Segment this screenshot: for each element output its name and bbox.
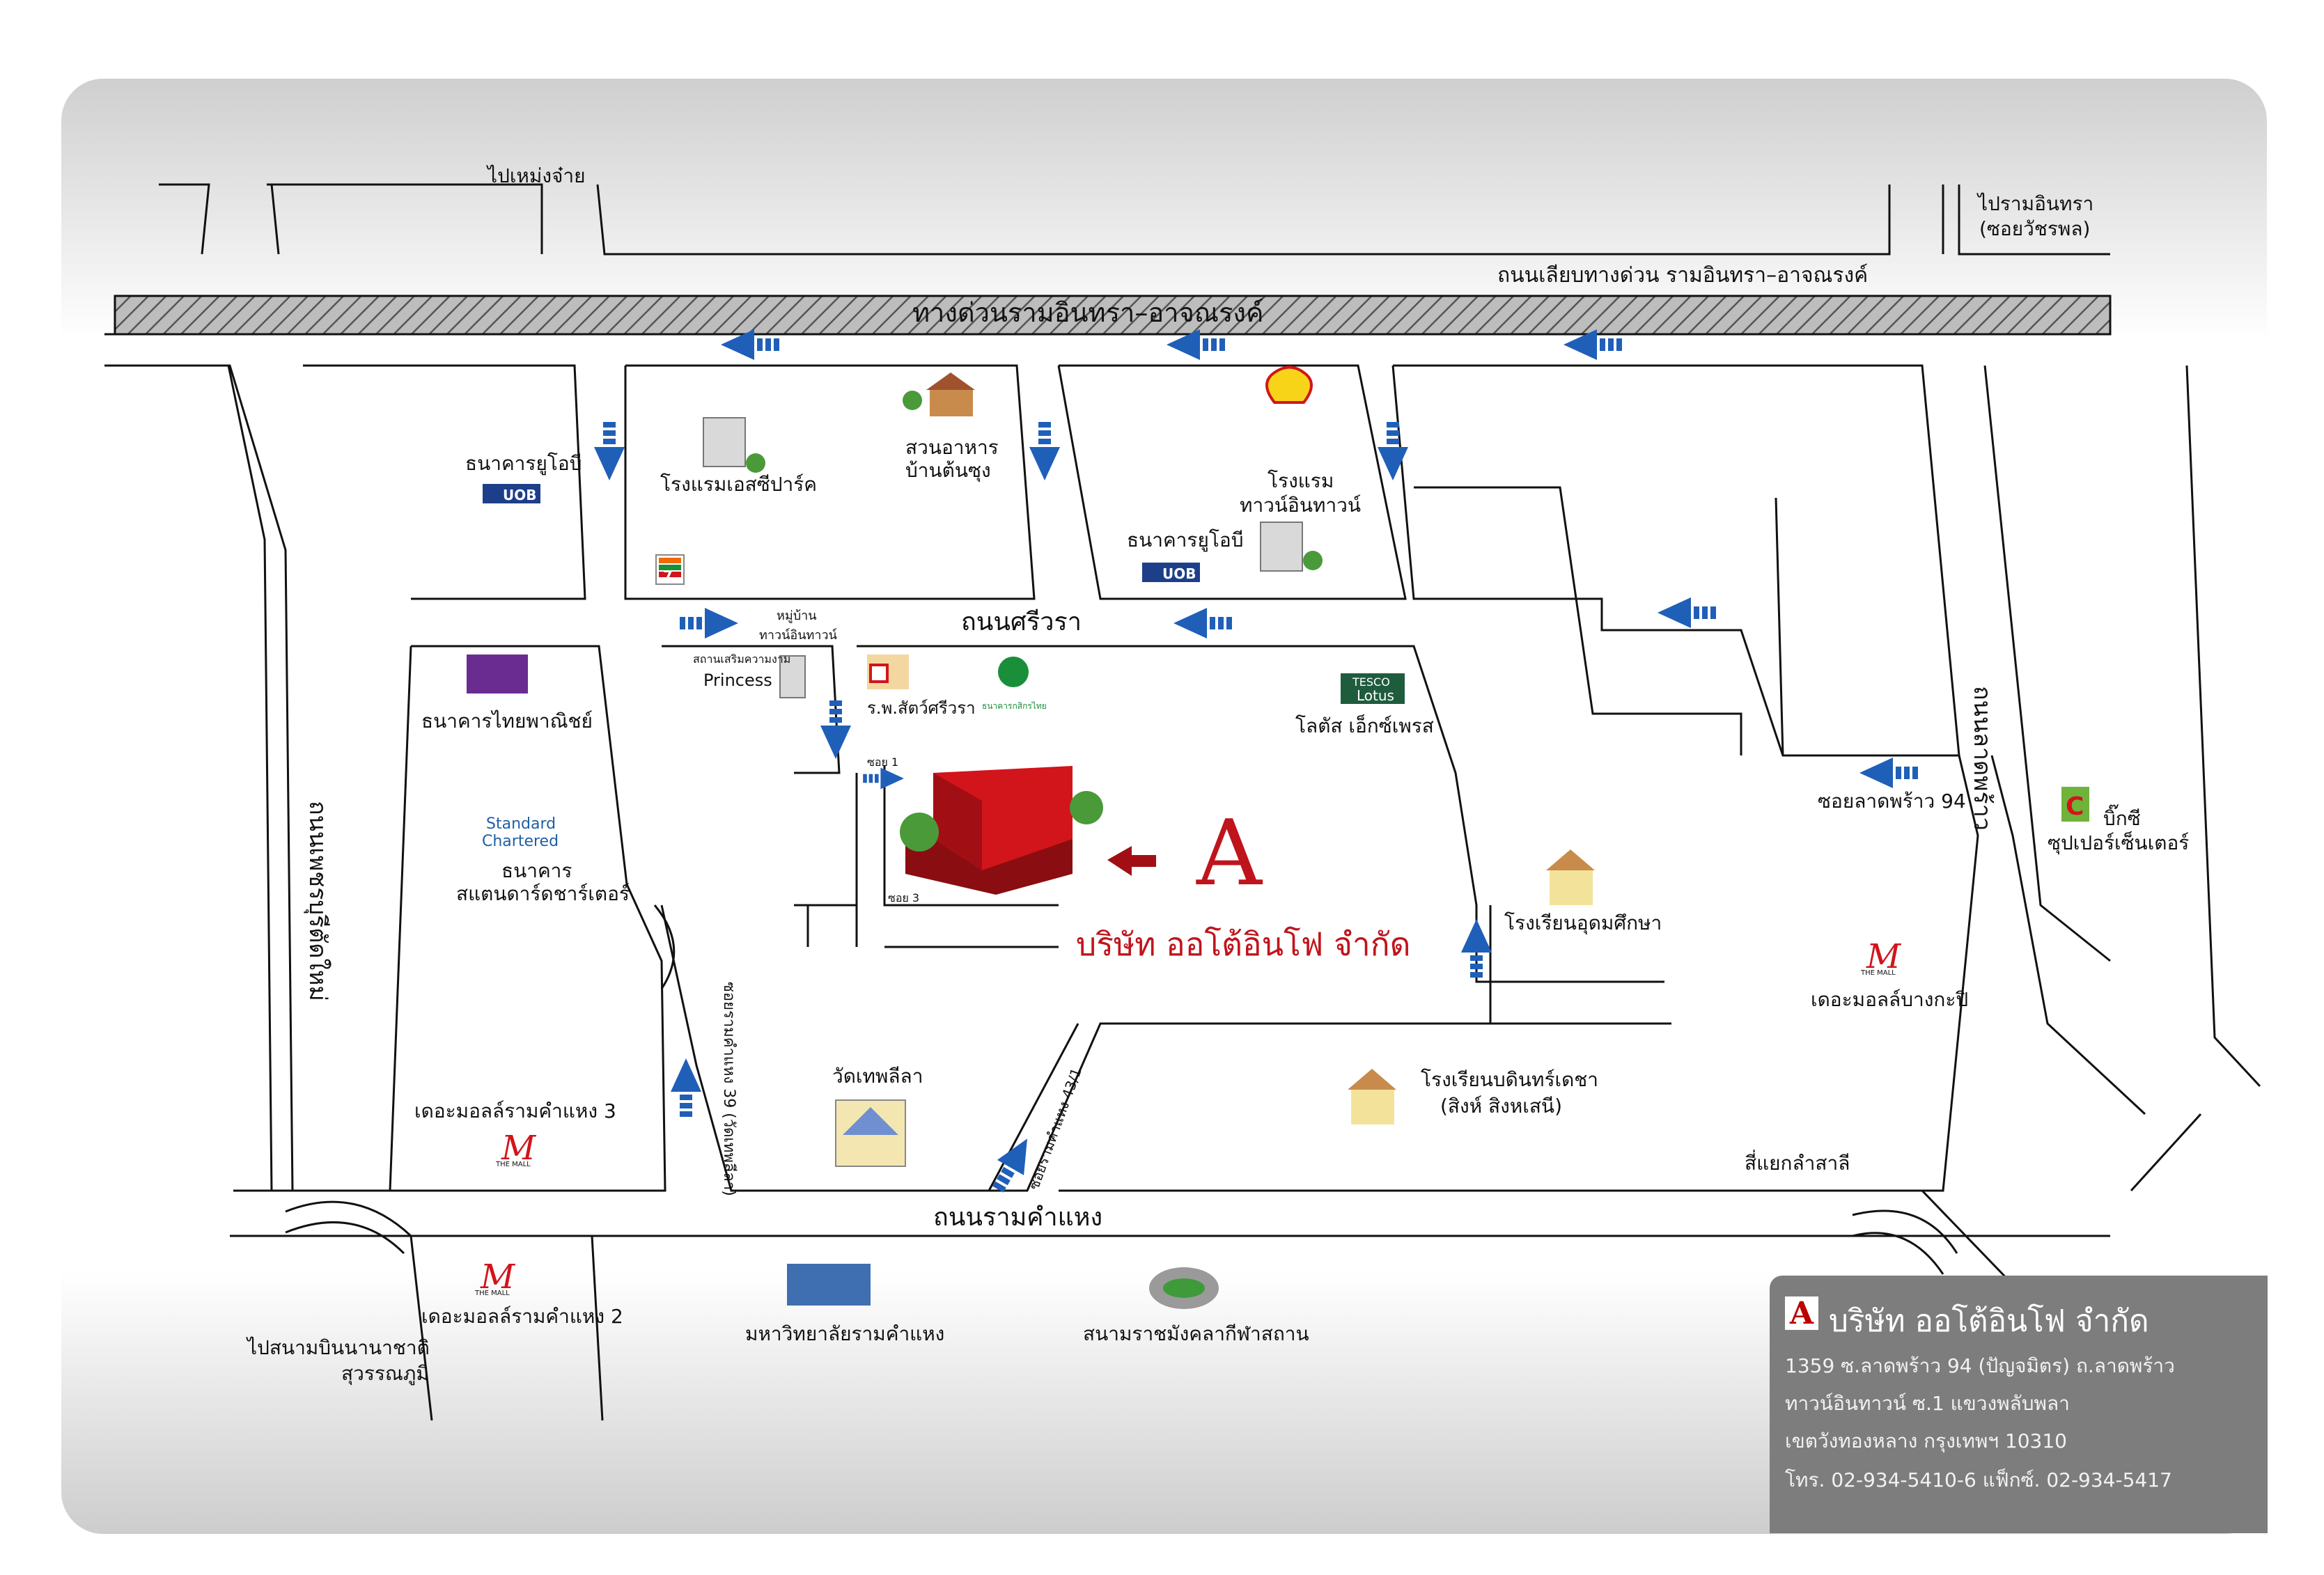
shell-icon bbox=[1265, 366, 1313, 404]
contact-title: บริษัท ออโต้อินโฟ จำกัด bbox=[1829, 1303, 2149, 1339]
svg-text:M: M bbox=[1866, 937, 1902, 976]
contact-card: A บริษัท ออโต้อินโฟ จำกัด 1359 ซ.ลาดพร้า… bbox=[1770, 1276, 2268, 1533]
label-wat-thep-leela: วัดเทพลีลา bbox=[832, 1065, 923, 1088]
uob-badge-label-1: UOB bbox=[503, 487, 537, 503]
label-soi-3: ซอย 3 bbox=[888, 891, 919, 904]
company-building-icon bbox=[900, 766, 1156, 895]
company-logo-mark: A bbox=[1196, 800, 1263, 906]
label-ru-university: มหาวิทยาลัยรามคำแหง bbox=[745, 1322, 944, 1345]
label-scb: ธนาคารไทยพาณิชย์ bbox=[421, 710, 593, 732]
label-sc-2: สแตนดาร์ดชาร์เตอร์ bbox=[456, 882, 630, 905]
bigc-logo-letter: C bbox=[2066, 792, 2084, 821]
vet-logo-icon bbox=[867, 655, 909, 689]
label-princess-small: สถานเสริมความงาม bbox=[693, 652, 790, 666]
label-kasikorn: ธนาคารกสิกรไทย bbox=[982, 701, 1047, 711]
roads bbox=[104, 183, 2261, 1421]
university-building-icon bbox=[787, 1264, 871, 1306]
label-soi-ladprao-94: ซอยลาดพร้าว 94 bbox=[1818, 790, 1966, 813]
label-uob-2: ธนาคารยูโอบี bbox=[1127, 528, 1243, 552]
uob-badge-icon bbox=[483, 484, 1200, 582]
label-ladprao-road: ถนนลาดพร้าว bbox=[1968, 686, 1996, 831]
stadium-icon bbox=[1149, 1267, 1219, 1309]
contact-address-line-1: 1359 ซ.ลาดพร้าว 94 (ปัญจมิตร) ถ.ลาดพร้าว bbox=[1785, 1354, 2175, 1377]
label-sc-logo-2: Chartered bbox=[482, 833, 559, 850]
label-school-bodin-1: โรงเรียนบดินทร์เดชา bbox=[1421, 1068, 1598, 1091]
label-soi-1: ซอย 1 bbox=[867, 755, 898, 769]
label-mall-ram3: เดอะมอลล์รามคำแหง 3 bbox=[414, 1099, 616, 1122]
label-sriwara-road: ถนนศรีวรา bbox=[961, 608, 1082, 636]
contact-address-line-3: เขตวังทองหลาง กรุงเทพฯ 10310 bbox=[1785, 1429, 2067, 1452]
label-sc-logo-1: Standard bbox=[486, 815, 556, 833]
label-tesco-1: TESCO bbox=[1352, 675, 1390, 689]
expressway-band bbox=[114, 295, 2112, 336]
contact-phone-line: โทร. 02-934-5410-6 แฟ็กซ์. 02-934-5417 bbox=[1785, 1468, 2172, 1491]
label-school-bodin-2: (สิงห์ สิงหเสนี) bbox=[1440, 1095, 1562, 1118]
label-village-2: ทาวน์อินทาวน์ bbox=[759, 628, 837, 643]
kasikorn-logo-icon bbox=[998, 657, 1029, 687]
label-bigc-1: บิ๊กซี bbox=[2103, 804, 2141, 830]
label-uob-1: ธนาคารยูโอบี bbox=[465, 452, 582, 476]
label-to-ramintra-sub: (ซอยวัชรพล) bbox=[1979, 217, 2090, 240]
contact-logo: A bbox=[1785, 1296, 1818, 1331]
label-expressway: ทางด่วนรามอินทรา–อาจณรงค์ bbox=[912, 297, 1263, 328]
label-rajamangala: สนามราชมังคลากีฬาสถาน bbox=[1083, 1322, 1309, 1345]
label-lotus-express: โลตัส เอ็กซ์เพรส bbox=[1295, 714, 1434, 737]
label-to-saphan-mai: ไปเหม่งจ๋าย bbox=[486, 164, 586, 187]
building-icon bbox=[703, 417, 1323, 572]
label-vet-hospital: ร.พ.สัตว์ศรีวรา bbox=[867, 698, 976, 718]
uob-badge-label-2: UOB bbox=[1162, 565, 1196, 582]
label-mall-bangkapi: เดอะมอลล์บางกะปิ bbox=[1811, 988, 1968, 1011]
label-hotel-tt-2: ทาวน์อินทาวน์ bbox=[1240, 494, 1361, 517]
label-to-ramintra: ไปรามอินทรา bbox=[1976, 192, 2093, 215]
svg-text:M: M bbox=[480, 1257, 516, 1296]
label-hotel-tt-1: โรงแรม bbox=[1268, 469, 1334, 492]
label-restaurant-2: บ้านต้นซุง bbox=[905, 459, 991, 483]
mall-badge-ram2: THE MALL bbox=[474, 1290, 510, 1297]
label-airport-1: ไปสนามบินนานาชาติ bbox=[246, 1336, 430, 1359]
scb-logo-icon bbox=[467, 655, 528, 694]
label-ramkhamhaeng-road: ถนนรามคำแหง bbox=[933, 1203, 1102, 1232]
label-bypass-road: ถนนเลียบทางด่วน รามอินทรา–อาจณรงค์ bbox=[1497, 263, 1868, 288]
label-ramkhamhaeng-39: ซอยรามคำแหง 39 (วัดเทพลีลา) bbox=[720, 982, 738, 1196]
seven-eleven-label: 7 bbox=[663, 567, 673, 584]
label-airport-2: สุวรรณภูมิ bbox=[341, 1362, 429, 1386]
mall-badge-ram3: THE MALL bbox=[495, 1161, 531, 1168]
princess-building-icon bbox=[779, 655, 806, 698]
label-tesco-2: Lotus bbox=[1357, 687, 1394, 704]
mall-badge-bangkapi: THE MALL bbox=[1860, 969, 1896, 977]
label-princess: Princess bbox=[703, 671, 772, 690]
label-school-udom: โรงเรียนอุดมศึกษา bbox=[1504, 911, 1662, 935]
label-hotel-sp: โรงแรมเอสซีปาร์ค bbox=[660, 473, 817, 496]
school-icon bbox=[1348, 849, 1595, 1125]
label-bigc-2: ซุปเปอร์เซ็นเตอร์ bbox=[2048, 831, 2189, 855]
label-village-1: หมู่บ้าน bbox=[777, 609, 817, 623]
label-lam-sali: สี่แยกลำสาลี bbox=[1745, 1150, 1850, 1175]
temple-icon bbox=[835, 1099, 906, 1167]
mall-icon: M M M bbox=[480, 937, 1902, 1296]
label-phetchaburi-road: ถนนเพชรบุรีตัดใหม่ bbox=[304, 801, 332, 1001]
label-restaurant-1: สวนอาหาร bbox=[905, 436, 999, 459]
contact-address-line-2: ทาวน์อินทาวน์ ซ.1 แขวงพลับพลา bbox=[1785, 1392, 2070, 1415]
tesco-logo-icon bbox=[1341, 673, 1405, 704]
seven-eleven-icon bbox=[655, 554, 685, 585]
label-sc-1: ธนาคาร bbox=[501, 859, 572, 882]
house-icon bbox=[903, 373, 975, 416]
svg-text:M: M bbox=[501, 1129, 537, 1168]
bigc-logo-icon bbox=[2061, 787, 2089, 822]
label-mall-ram2: เดอะมอลล์รามคำแหง 2 bbox=[421, 1305, 623, 1328]
label-company-name: บริษัท ออโต้อินโฟ จำกัด bbox=[1076, 925, 1410, 963]
